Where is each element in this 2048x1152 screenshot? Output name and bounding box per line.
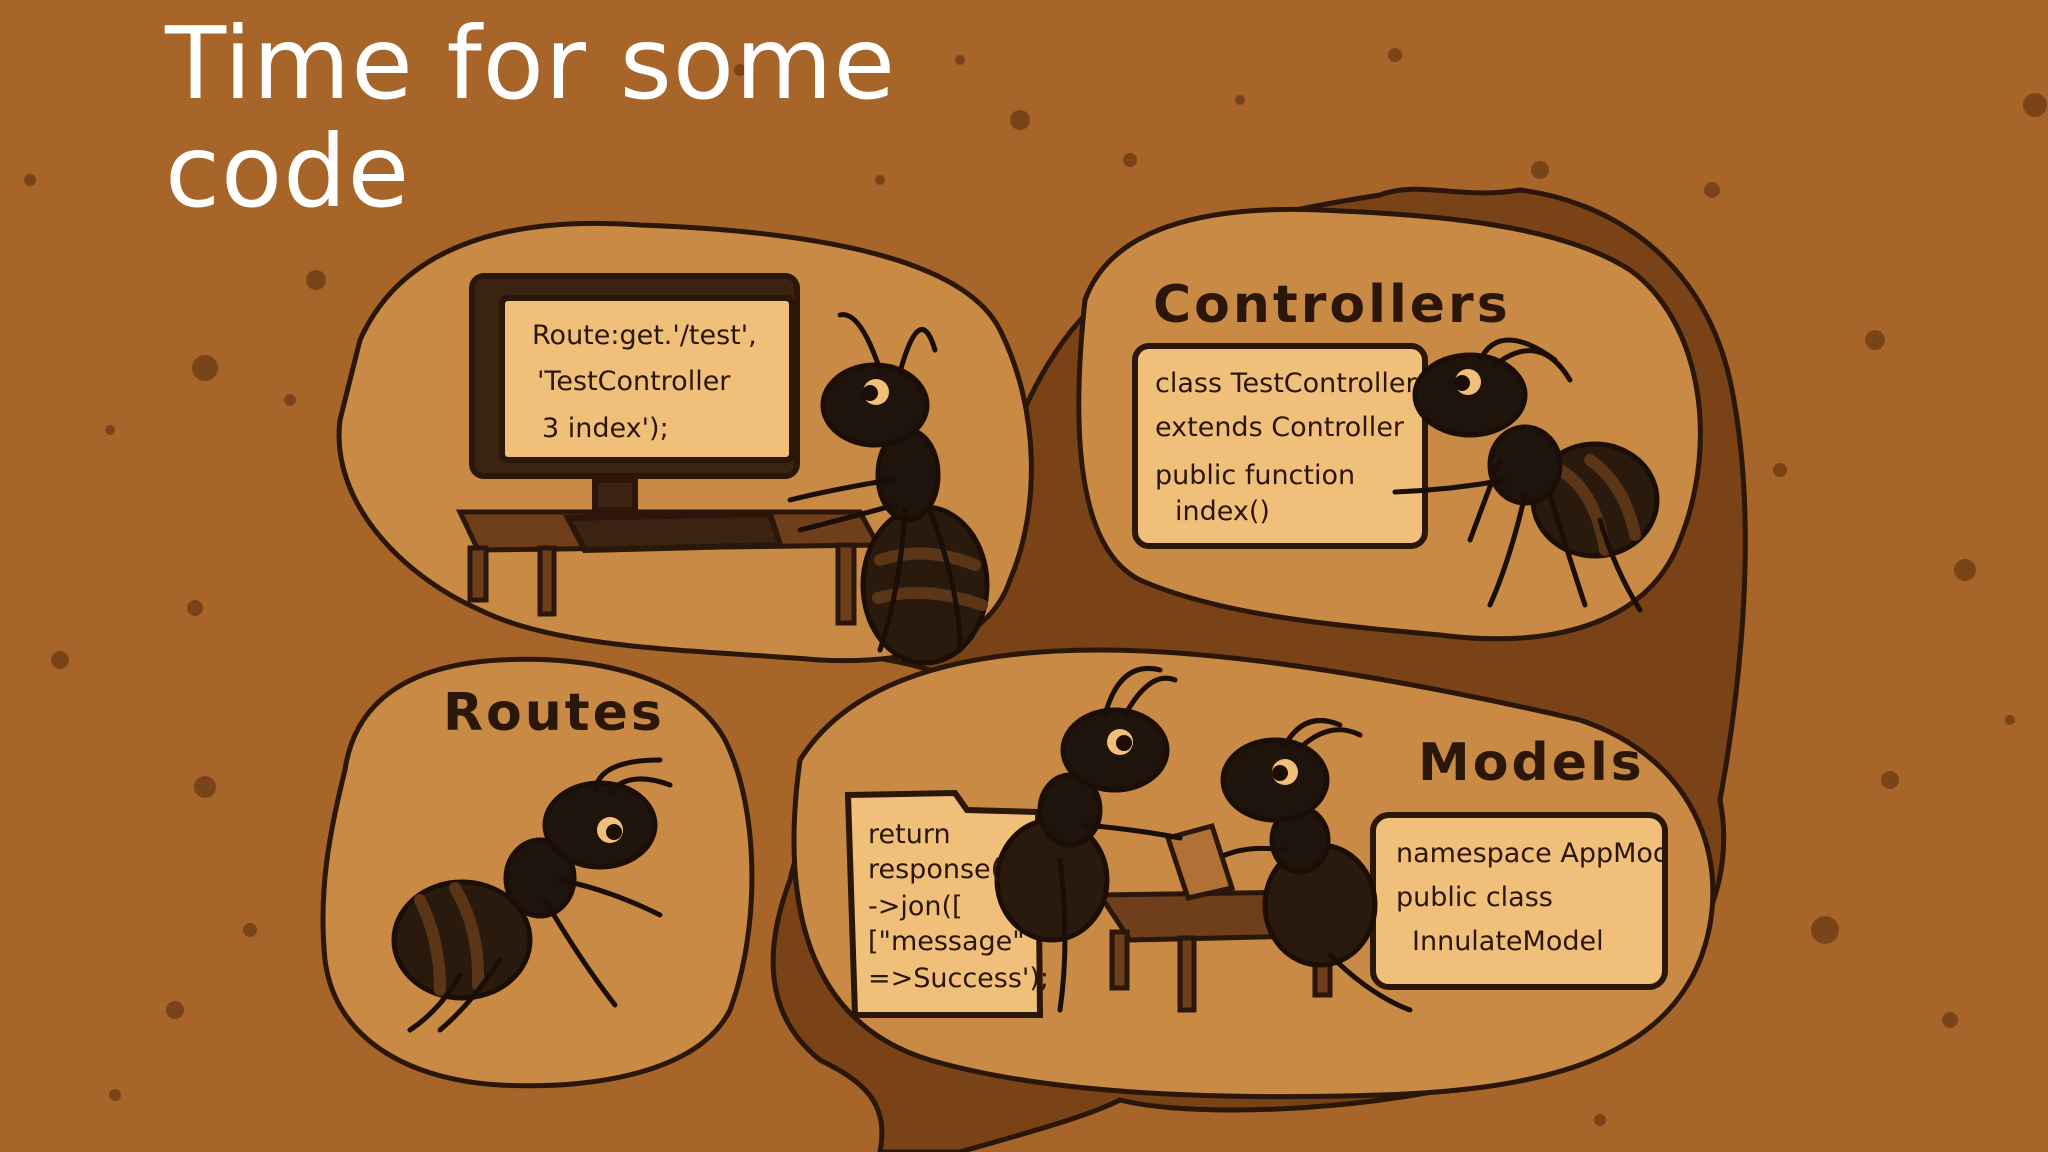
ant-routes [391, 757, 673, 1033]
monitor [469, 273, 800, 554]
svg-text:InnulateModel: InnulateModel [1412, 926, 1604, 957]
ant-receiving [1220, 718, 1413, 1013]
models-code: namespace AppMod public class InnulateMo… [1396, 838, 1670, 957]
slide-title: Time for some code [165, 5, 897, 230]
svg-text:Route:get.'/test',: Route:get.'/test', [532, 320, 757, 351]
svg-text:extends Controller: extends Controller [1155, 412, 1405, 443]
soil-speckles [24, 48, 2047, 1126]
svg-text:'TestController: 'TestController [537, 366, 731, 397]
svg-text:index(): index() [1175, 496, 1270, 527]
svg-text:public class: public class [1396, 882, 1553, 913]
ant-handing [994, 666, 1183, 1013]
monitor-code: Route:get.'/test', 'TestController 3 ind… [532, 320, 757, 444]
controllers-label: Controllers [1153, 275, 1511, 335]
svg-text:namespace AppMod: namespace AppMod [1396, 838, 1670, 869]
controllers-code-panel [1132, 343, 1428, 549]
ant-pointing [1392, 337, 1660, 613]
routes-label: Routes [443, 683, 665, 743]
svg-text:->jon([: ->jon([ [868, 891, 963, 922]
controllers-code: class TestController extends Controller … [1155, 368, 1417, 527]
response-code: return response() ->jon([ ["message" =>S… [868, 819, 1049, 994]
svg-text:=>Success');: =>Success'); [868, 963, 1049, 994]
svg-text:["message": ["message" [868, 926, 1025, 957]
models-label: Models [1418, 733, 1645, 793]
svg-text:response(): response() [868, 854, 1012, 885]
ant-typing [787, 312, 990, 666]
svg-text:class TestController: class TestController [1155, 368, 1417, 399]
svg-text:public function: public function [1155, 460, 1355, 491]
svg-text:3 index');: 3 index'); [542, 413, 669, 444]
svg-text:return: return [868, 819, 951, 850]
